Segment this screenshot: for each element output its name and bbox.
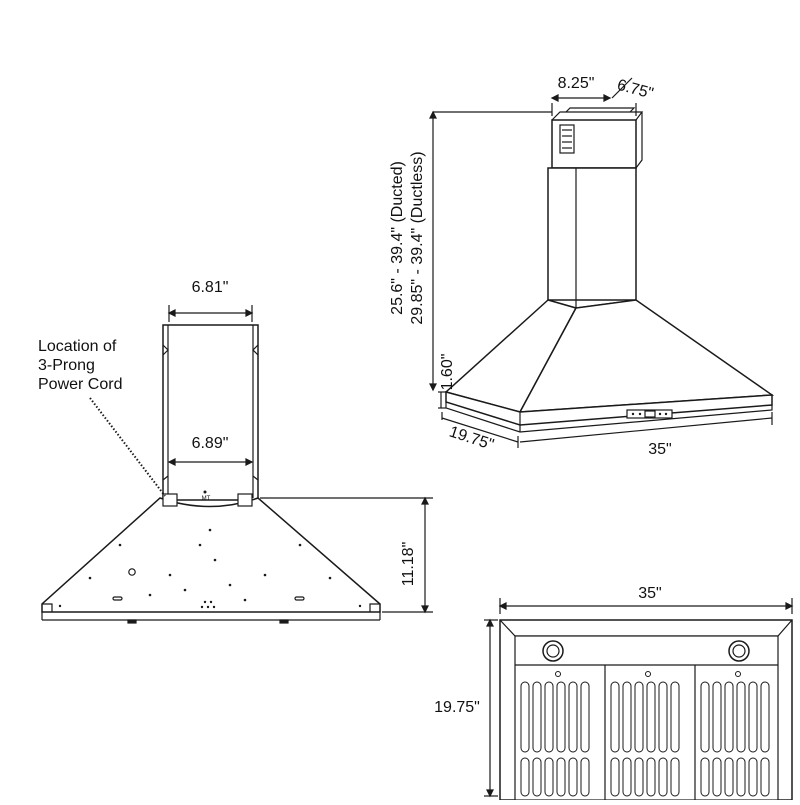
dim-height-ducted: 25.6" - 39.4" (Ducted) <box>389 161 406 315</box>
dim-base-height: 1.60" <box>439 354 456 391</box>
dim-top-width: 6.81" <box>192 279 229 296</box>
filter-left <box>520 671 590 797</box>
side-chimney <box>162 324 259 501</box>
dim-bottom-depth: 19.75" <box>434 699 480 716</box>
baffle-filters <box>520 671 770 797</box>
dim-bottom-width: 35" <box>638 585 661 602</box>
bottom-view: 35" 19.75" <box>434 585 794 801</box>
dim-chimney-width: 8.25" <box>558 75 595 92</box>
perspective-chimney <box>547 167 637 301</box>
perspective-view: 8.25" 6.75" 25.6" - 39.4" (Ducted) 29.85… <box>389 75 775 458</box>
light-left <box>542 640 564 662</box>
dim-persp-width: 35" <box>648 441 671 458</box>
cord-note-line1: Location of <box>38 338 117 355</box>
dim-persp-depth: 19.75" <box>447 424 496 454</box>
dim-height-ductless: 29.85" - 39.4" (Ductless) <box>409 151 426 324</box>
filter-center <box>610 671 680 797</box>
cord-note-line3: Power Cord <box>38 376 122 393</box>
dim-inner-width: 6.89" <box>192 435 229 452</box>
control-panel <box>626 409 673 419</box>
cord-leader-line <box>89 397 166 497</box>
cord-note-line2: 3-Prong <box>38 357 95 374</box>
dim-line-persp-depth <box>441 417 519 443</box>
dim-chimney-depth: 6.75" <box>615 77 655 103</box>
side-marking: MT <box>202 496 211 502</box>
side-view: 6.81" 6.89" MT <box>38 279 433 624</box>
dim-line-persp-width <box>519 417 773 443</box>
filter-right <box>700 671 770 797</box>
side-canopy <box>41 497 381 613</box>
dim-hood-height: 11.18" <box>400 542 417 587</box>
dim-line-chimney-depth <box>611 77 633 99</box>
light-right <box>728 640 750 662</box>
